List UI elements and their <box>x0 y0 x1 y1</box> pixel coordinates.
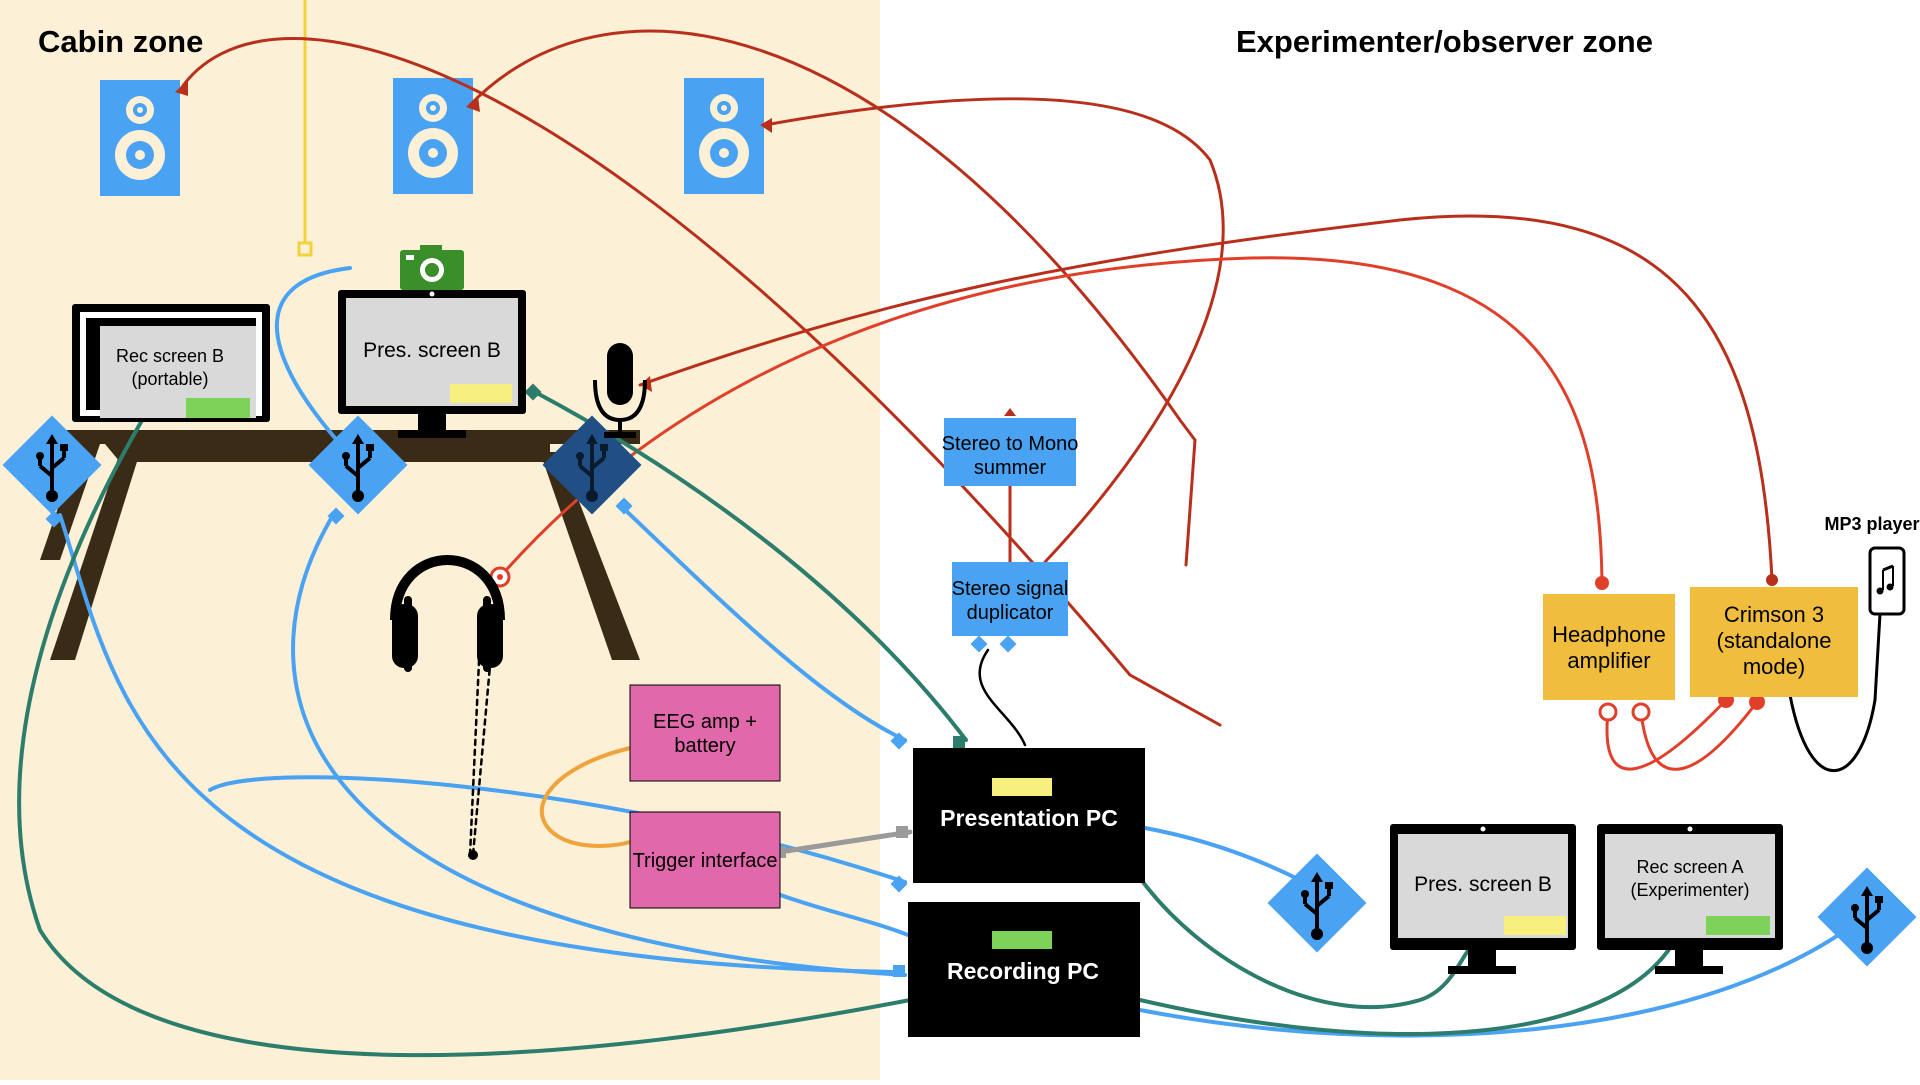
speaker-2-cable <box>468 29 1197 567</box>
recording-pc[interactable]: Recording PC <box>908 902 1140 1037</box>
rec-screen-a-line1: Rec screen A <box>1636 857 1743 877</box>
trigger-label: Trigger interface <box>633 850 778 872</box>
recording-pc-to-rec-screen-cable <box>1138 943 1674 1036</box>
speaker-icon <box>393 78 473 194</box>
camera-usb-cable <box>274 266 352 440</box>
mp3-cable <box>1788 612 1882 773</box>
trigger-to-pres-pc-cable <box>777 829 913 855</box>
usb-hub-icon[interactable] <box>1817 867 1917 967</box>
headphone-amplifier[interactable]: Headphone amplifier <box>1543 594 1675 700</box>
usb-hub-icon[interactable] <box>542 415 642 515</box>
pres-screen-b-experimenter[interactable]: Pres. screen B <box>1390 824 1576 974</box>
pres-pc-to-usb-cable <box>1143 826 1302 882</box>
stereo-to-mono-summer[interactable]: Stereo to Mono summer <box>942 418 1079 486</box>
rec-screen-a-line2: (Experimenter) <box>1630 880 1749 900</box>
duplicator-to-pc-cable <box>978 648 1027 747</box>
pres-screen-b-cabin-label: Pres. screen B <box>363 339 501 362</box>
recording-pc-to-usb-cable <box>1138 918 1862 1038</box>
mp3-player[interactable]: MP3 player <box>1824 514 1920 616</box>
status-marker <box>1706 916 1770 935</box>
speaker-icon <box>100 80 180 196</box>
mp3-player-label: MP3 player <box>1824 514 1919 534</box>
cables <box>17 29 1882 1058</box>
cabin-zone-title: Cabin zone <box>38 24 203 59</box>
eeg-line1: EEG amp + <box>653 711 757 733</box>
stereo-to-mono-line2: summer <box>974 457 1047 479</box>
headphones-icon <box>390 555 505 672</box>
status-marker <box>992 931 1052 949</box>
pres-screen-b-exp-label: Pres. screen B <box>1414 873 1552 896</box>
stereo-dup-line1: Stereo signal <box>952 578 1069 600</box>
rec-screen-b-line1: Rec screen B <box>116 346 224 366</box>
usb-mid-cable <box>291 510 907 977</box>
eeg-line2: battery <box>674 735 735 757</box>
rec-screen-a[interactable]: Rec screen A (Experimenter) <box>1597 824 1783 974</box>
usb-right-to-pres-pc-cable <box>618 503 907 742</box>
usb-hub-icon[interactable] <box>1267 853 1367 953</box>
crimson-3-interface[interactable]: Crimson 3 (standalone mode) <box>1690 587 1858 697</box>
amp-crimson-link-1 <box>1605 698 1728 771</box>
presentation-pc[interactable]: Presentation PC <box>913 748 1145 883</box>
yellow-cable-plug <box>297 241 313 257</box>
connectors <box>45 80 1778 977</box>
camera-icon <box>400 245 464 290</box>
experimenter-zone-title: Experimenter/observer zone <box>1236 24 1653 59</box>
crimson-line3: mode) <box>1743 654 1805 679</box>
stereo-dup-line2: duplicator <box>967 602 1054 624</box>
eeg-amp-battery[interactable]: EEG amp + battery <box>629 684 781 782</box>
speaker-icon <box>684 78 764 194</box>
crimson-to-mic-cable <box>638 214 1774 582</box>
music-note-icon <box>1876 564 1894 595</box>
stereo-to-mono-line1: Stereo to Mono <box>942 433 1079 455</box>
recording-pc-label: Recording PC <box>947 958 1099 984</box>
eeg-to-trigger-cable <box>539 746 632 848</box>
presentation-pc-label: Presentation PC <box>940 805 1118 831</box>
microphone-icon <box>593 343 647 438</box>
status-marker <box>1504 916 1566 935</box>
trigger-interface[interactable]: Trigger interface <box>629 811 781 909</box>
pres-screen-b-cabin[interactable]: Pres. screen B <box>338 290 526 438</box>
usb-left-cable <box>58 513 897 974</box>
status-marker <box>450 384 512 403</box>
headphone-amp-line1: Headphone <box>1552 622 1666 647</box>
rec-screen-b-cable <box>17 408 912 1058</box>
speaker-3-cable <box>763 97 1225 564</box>
status-marker <box>186 398 250 418</box>
crimson-line2: (standalone <box>1717 628 1832 653</box>
speaker-1-cable <box>178 37 1222 727</box>
amp-crimson-link-2 <box>1639 700 1759 771</box>
crimson-line1: Crimson 3 <box>1724 602 1824 627</box>
stereo-signal-duplicator[interactable]: Stereo signal duplicator <box>952 562 1069 636</box>
headphone-amp-to-headphones-cable <box>498 256 1604 585</box>
headphone-lead-2 <box>468 638 482 857</box>
trigger-to-recording-pc-cable <box>773 891 910 937</box>
headphone-amp-line2: amplifier <box>1567 648 1650 673</box>
status-marker <box>992 778 1052 796</box>
rec-screen-b-portable[interactable]: Rec screen B (portable) <box>72 304 270 422</box>
rec-screen-b-line2: (portable) <box>131 369 208 389</box>
